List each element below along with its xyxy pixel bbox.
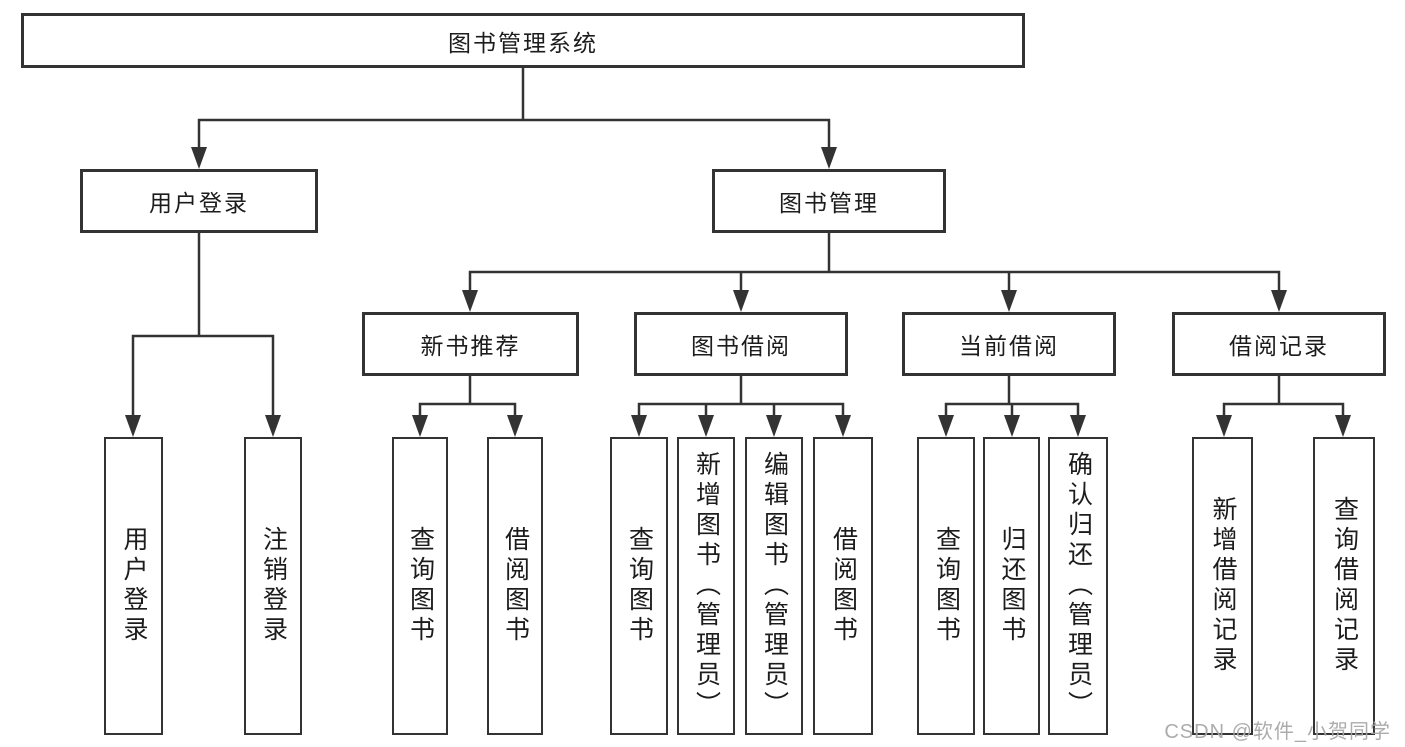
arrowhead-icon <box>462 290 478 312</box>
leaf-label: 借阅图书 <box>501 526 530 646</box>
leaf-label: 归还图书 <box>998 526 1026 646</box>
node-leaf-query-books-borrow: 查询图书 <box>610 437 668 735</box>
leaf-label: 注销登录 <box>259 526 288 646</box>
leaf-label: 查询图书 <box>932 526 961 646</box>
node-user-login: 用户登录 <box>80 169 318 233</box>
arrowhead-icon <box>191 147 207 169</box>
arrowhead-icon <box>265 415 281 437</box>
node-root: 图书管理系统 <box>21 13 1025 68</box>
node-leaf-borrow-books-recommend: 借阅图书 <box>487 437 543 735</box>
leaf-label: 查询借阅记录 <box>1330 496 1359 676</box>
node-leaf-user-login: 用户登录 <box>104 437 163 735</box>
node-leaf-confirm-return-admin: 确认归还（管理员） <box>1048 437 1108 735</box>
node-leaf-query-borrow-record: 查询借阅记录 <box>1313 437 1375 735</box>
node-current-borrow: 当前借阅 <box>902 312 1116 376</box>
node-book-management: 图书管理 <box>712 169 946 233</box>
node-leaf-return-book: 归还图书 <box>983 437 1040 735</box>
leaf-label: 用户登录 <box>120 526 148 646</box>
node-leaf-edit-book-admin: 编辑图书（管理员） <box>745 437 803 735</box>
arrowhead-icon <box>766 415 782 437</box>
node-leaf-add-borrow-record: 新增借阅记录 <box>1192 437 1253 735</box>
leaf-label: 编辑图书（管理员） <box>760 451 789 721</box>
arrowhead-icon <box>1070 415 1086 437</box>
node-new-book-recommend: 新书推荐 <box>362 312 579 376</box>
node-leaf-add-book-admin: 新增图书（管理员） <box>677 437 735 735</box>
leaf-label: 新增借阅记录 <box>1209 496 1237 676</box>
node-leaf-query-books-recommend: 查询图书 <box>392 437 448 735</box>
leaf-label: 查询图书 <box>625 526 654 646</box>
arrowhead-icon <box>125 415 141 437</box>
leaf-label: 新增图书（管理员） <box>692 451 721 721</box>
arrowhead-icon <box>698 415 714 437</box>
node-borrow-records: 借阅记录 <box>1172 312 1386 376</box>
node-leaf-query-books-current: 查询图书 <box>917 437 975 735</box>
arrowhead-icon <box>821 147 837 169</box>
arrowhead-icon <box>938 415 954 437</box>
arrowhead-icon <box>1335 415 1351 437</box>
leaf-label: 确认归还（管理员） <box>1064 451 1093 721</box>
arrowhead-icon <box>835 415 851 437</box>
arrowhead-icon <box>1001 290 1017 312</box>
node-leaf-borrow-books-borrow: 借阅图书 <box>813 437 873 735</box>
leaf-label: 查询图书 <box>406 526 435 646</box>
arrowhead-icon <box>631 415 647 437</box>
arrowhead-icon <box>733 290 749 312</box>
csdn-watermark: CSDN @软件_小贺同学 <box>1164 721 1391 743</box>
arrowhead-icon <box>507 415 523 437</box>
leaf-label: 借阅图书 <box>829 526 858 646</box>
arrowhead-icon <box>412 415 428 437</box>
arrowhead-icon <box>1216 415 1232 437</box>
arrowhead-icon <box>1271 290 1287 312</box>
arrowhead-icon <box>1004 415 1020 437</box>
node-book-borrow: 图书借阅 <box>634 312 848 376</box>
node-leaf-logout: 注销登录 <box>244 437 302 735</box>
